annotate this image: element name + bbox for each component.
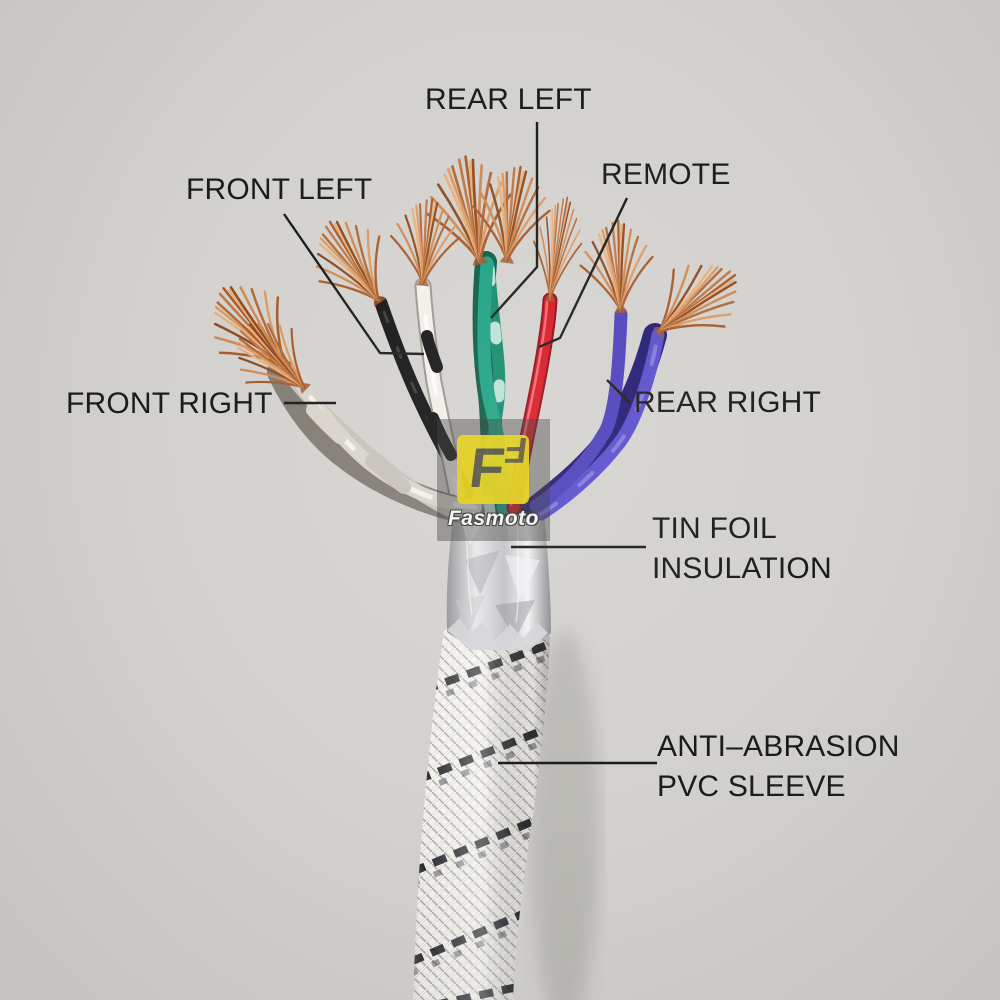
copper-strands-rear-right-a	[577, 217, 657, 317]
label-pvc-line2: PVC SLEEVE	[657, 770, 846, 803]
cable-shadow	[531, 630, 599, 1000]
callout-lines	[283, 122, 657, 765]
copper-strands-front-left-white	[385, 194, 464, 290]
fasmoto-logo-badge: F F	[457, 435, 529, 504]
label-pvc-line1: ANTI–ABRASION	[657, 730, 900, 763]
copper-strands-front-left-black	[294, 202, 411, 326]
label-front-right: FRONT RIGHT	[66, 387, 273, 420]
callout-line-remote	[538, 197, 629, 349]
label-tin-foil-insulation: TIN FOIL INSULATION	[652, 509, 832, 589]
fasmoto-f-icon: F	[466, 436, 509, 499]
fasmoto-brand-text: Fasmoto	[447, 507, 539, 530]
wire-pair-front-left	[294, 194, 474, 509]
callout-line-rear-left	[490, 122, 539, 319]
fasmoto-watermark: F F Fasmoto	[437, 419, 550, 541]
label-remote: REMOTE	[601, 158, 731, 191]
label-tin-foil-line1: TIN FOIL	[652, 512, 777, 545]
label-anti-abrasion-pvc-sleeve: ANTI–ABRASION PVC SLEEVE	[657, 727, 900, 807]
wire-pair-rear-right	[521, 217, 758, 522]
tin-foil	[446, 490, 551, 650]
callout-line-front-left	[283, 213, 425, 356]
label-rear-right: REAR RIGHT	[634, 386, 822, 419]
callout-line-rear-right	[606, 379, 631, 404]
label-rear-left: REAR LEFT	[425, 83, 592, 116]
label-tin-foil-line2: INSULATION	[652, 552, 832, 585]
label-front-left: FRONT LEFT	[186, 173, 373, 206]
